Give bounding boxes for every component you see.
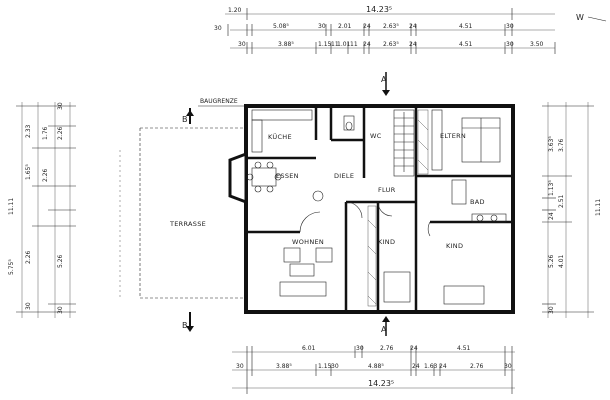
section-b-label-top: B — [182, 115, 188, 124]
section-b-label-bottom: B — [182, 321, 188, 330]
top-dim: 2.63⁵ — [383, 23, 399, 30]
left-dimensions: 11.11 5.75⁵ 2.33 1.65⁵ 2.26 30 30 2.26 1… — [8, 102, 76, 318]
left-dim: 5.75⁵ — [8, 259, 15, 275]
left-dim: 11.11 — [8, 198, 15, 215]
top-dim: 1.20 — [228, 7, 242, 14]
top-dim: 30 — [318, 23, 326, 30]
top-dim: 1.15 — [318, 41, 332, 48]
right-dim: 30 — [548, 306, 555, 314]
top-dim: 5.08⁵ — [273, 23, 289, 30]
interior-walls — [246, 106, 513, 312]
top-dim: 24 — [409, 41, 417, 48]
room-label-bad: BAD — [470, 198, 485, 206]
left-dim: 30 — [57, 102, 64, 110]
bottom-dim: 30 — [356, 345, 364, 352]
top-dim: 11 — [331, 41, 339, 48]
room-label-kind-2: KIND — [446, 242, 463, 250]
bottom-dim: 3.88⁵ — [276, 363, 292, 370]
top-dim: 30 — [506, 41, 514, 48]
terrace-label: TERRASSE — [169, 220, 206, 228]
room-label-kind-1: KIND — [378, 238, 395, 246]
left-dim: 30 — [25, 302, 32, 310]
bottom-dim: 30 — [236, 363, 244, 370]
room-label-wohnen: WOHNEN — [292, 238, 324, 246]
top-dim: 30 — [238, 41, 246, 48]
building-line-label: BAUGRENZE — [200, 98, 238, 105]
right-dim: 2.51 — [558, 194, 565, 208]
bottom-overall-dim: 14.23⁵ — [368, 379, 394, 388]
right-dim: 3.63⁵ — [548, 136, 555, 152]
bottom-dim: 2.76 — [380, 345, 394, 352]
top-dim: 2.01 — [338, 23, 352, 30]
section-a-marker-top — [382, 72, 390, 96]
terrace — [119, 127, 246, 300]
top-dim: 24 — [363, 23, 371, 30]
section-a-label-top: A — [381, 75, 387, 84]
section-b-marker-bottom — [186, 312, 194, 332]
section-a-marker-bottom — [382, 316, 390, 336]
left-dim: 2.26 — [25, 250, 32, 264]
top-dim: 3.50 — [530, 41, 544, 48]
right-dim: 3.76 — [558, 138, 565, 152]
left-dim: 2.26 — [57, 126, 64, 140]
room-label-wc: WC — [370, 132, 382, 140]
top-dim: 30 — [506, 23, 514, 30]
top-dim: 2.63⁵ — [383, 41, 399, 48]
room-label-eltern: ELTERN — [440, 132, 466, 140]
corner-label: W — [576, 13, 584, 22]
top-overall-dim: 14.23⁵ — [366, 5, 392, 14]
bottom-dim: 4.88⁵ — [368, 363, 384, 370]
bottom-dim: 1.63 — [424, 363, 438, 370]
bottom-dim: 24 — [439, 363, 447, 370]
right-dimensions: 11.11 3.76 2.51 4.01 3.63⁵ 1.13⁵ 5.26 24… — [542, 102, 602, 318]
room-label-essen: ESSEN — [276, 172, 299, 180]
left-dim: 2.26 — [42, 168, 49, 182]
bottom-dim: 24 — [412, 363, 420, 370]
right-dim: 4.01 — [558, 254, 565, 268]
right-dim: 5.26 — [548, 254, 555, 268]
right-dim: 24 — [548, 212, 555, 220]
top-dim: 3.88⁵ — [278, 41, 294, 48]
left-dim: 1.76 — [42, 126, 49, 140]
bottom-dim: 4.51 — [457, 345, 471, 352]
left-dim: 30 — [57, 306, 64, 314]
bottom-dim: 30 — [504, 363, 512, 370]
bottom-dim: 30 — [331, 363, 339, 370]
room-label-flur: FLUR — [378, 186, 396, 194]
room-label-diele: DIELE — [334, 172, 354, 180]
section-a-label-bottom: A — [381, 325, 387, 334]
top-dim: 24 — [409, 23, 417, 30]
staircase — [393, 109, 415, 177]
bottom-dimensions: 6.01 30 2.76 24 4.51 30 3.88⁵ 1.15 30 4.… — [232, 345, 515, 394]
bottom-dim: 24 — [410, 345, 418, 352]
top-dim: 4.51 — [459, 23, 473, 30]
top-dim: 4.51 — [459, 41, 473, 48]
furniture — [246, 109, 507, 305]
left-dim: 2.33 — [25, 124, 32, 138]
section-b-marker-top — [186, 108, 194, 124]
bottom-dim: 6.01 — [302, 345, 316, 352]
room-label-kueche: KÜCHE — [268, 132, 292, 141]
bottom-dim: 1.15 — [318, 363, 332, 370]
top-dim: 30 — [214, 25, 222, 32]
hatched-wall — [367, 109, 429, 307]
top-dim: 11 — [350, 41, 358, 48]
top-dim: 1.01 — [337, 41, 351, 48]
right-dim: 11.11 — [595, 199, 602, 216]
bottom-dim: 2.76 — [470, 363, 484, 370]
top-dim: 24 — [363, 41, 371, 48]
left-dim: 5.26 — [57, 254, 64, 268]
top-dimensions: 14.23⁵ 1.20 30 5.08⁵ 30 2.01 24 2.63⁵ 24… — [214, 5, 556, 54]
left-dim: 1.65⁵ — [25, 164, 32, 180]
right-dim: 1.13⁵ — [548, 180, 555, 196]
outer-walls — [228, 104, 515, 314]
